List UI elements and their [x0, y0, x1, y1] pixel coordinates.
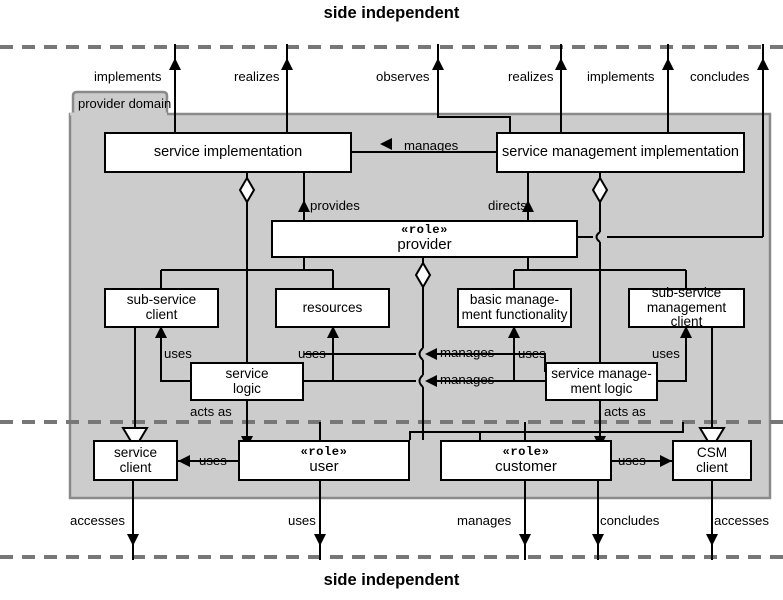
- edge-label-manages-2: manages: [440, 372, 495, 387]
- edge-right-branch: [513, 258, 687, 288]
- role-name-label: user: [309, 457, 339, 475]
- edge-role-corner-links: [409, 422, 684, 440]
- title-top: side independent: [323, 4, 460, 22]
- uses-resources-arrowhead: [327, 326, 339, 338]
- edge-ssmc-to-csm-client: [698, 328, 726, 450]
- box-label: CSM client: [696, 444, 728, 475]
- top-label-observes: observes: [376, 69, 430, 84]
- edge-label-manages-1: manages: [440, 345, 495, 360]
- edge-ssc-to-service-client: [121, 328, 149, 450]
- edge-label-acts-as-2: acts as: [604, 404, 646, 419]
- box-label: service client: [113, 444, 158, 475]
- top-arrowheads: [169, 58, 769, 70]
- title-bottom: side independent: [323, 571, 460, 589]
- box-label: sub-service client: [126, 292, 197, 322]
- bottom-label-accesses-2: accesses: [714, 513, 769, 528]
- bottom-label-accesses-1: accesses: [70, 513, 125, 528]
- box-service-implementation[interactable]: service implementation: [104, 132, 352, 173]
- uses-bmf-arrowhead: [508, 326, 520, 338]
- box-role-provider[interactable]: «role» provider: [271, 220, 578, 258]
- provides-arrowhead: [298, 200, 310, 212]
- stereotype-label: «role»: [401, 223, 448, 238]
- box-label: service implementation: [153, 143, 303, 160]
- stereotype-label: «role»: [300, 444, 348, 459]
- edge-label-uses-res: uses: [298, 346, 326, 361]
- edge-uses-subservice-client: [160, 328, 190, 382]
- uses-csm-arrowhead: [660, 455, 672, 467]
- bottom-arrowheads: [127, 534, 718, 546]
- edge-label-acts-as-1: acts as: [190, 404, 232, 419]
- box-service-client[interactable]: service client: [93, 440, 178, 481]
- box-label: resources: [302, 299, 363, 315]
- uses-user-arrowhead: [178, 455, 190, 467]
- top-label-implements-1: implements: [94, 69, 162, 84]
- manages-top-arrowhead: [380, 138, 392, 150]
- box-role-user[interactable]: «role» user: [238, 440, 410, 481]
- role-name-label: customer: [495, 457, 557, 475]
- directs-arrowhead: [522, 200, 534, 212]
- provider-domain-tab-label: provider domain: [78, 96, 172, 111]
- box-service-logic[interactable]: service logic: [190, 362, 304, 401]
- edge-smi-aggregation: [591, 173, 609, 440]
- box-sub-service-client[interactable]: sub-service client: [104, 288, 219, 328]
- box-basic-management-functionality[interactable]: basic manage- ment functionality: [457, 288, 572, 328]
- uses-ssc-arrowhead: [155, 326, 167, 338]
- edge-label-uses-ssc: uses: [164, 346, 192, 361]
- bottom-label-uses: uses: [288, 513, 316, 528]
- top-label-realizes-2: realizes: [508, 69, 554, 84]
- box-role-customer[interactable]: «role» customer: [440, 440, 612, 481]
- edge-label-uses-csm: uses: [618, 453, 646, 468]
- edge-label-uses-bmf: uses: [518, 346, 546, 361]
- box-label: sub-service management client: [646, 285, 727, 330]
- uses-ssmc-arrowhead: [680, 326, 692, 338]
- top-label-realizes-1: realizes: [234, 69, 280, 84]
- edge-provider-aggregation: [414, 258, 432, 440]
- edge-label-provides: provides: [310, 198, 360, 213]
- bottom-label-manages: manages: [457, 513, 512, 528]
- box-resources[interactable]: resources: [275, 288, 390, 328]
- bottom-connectors: [132, 481, 713, 560]
- manages-lower-arrowhead: [425, 375, 437, 387]
- box-service-management-implementation[interactable]: service management implementation: [496, 132, 745, 173]
- box-service-management-logic[interactable]: service manage- ment logic: [545, 362, 658, 401]
- role-name-label: provider: [397, 236, 452, 254]
- edge-left-branch: [160, 258, 334, 288]
- box-label: basic manage- ment functionality: [461, 292, 568, 322]
- stereotype-label: «role»: [502, 444, 550, 459]
- top-label-concludes: concludes: [690, 69, 750, 84]
- box-csm-client[interactable]: CSM client: [672, 440, 752, 481]
- box-label: service manage- ment logic: [551, 365, 652, 396]
- box-sub-service-management-client[interactable]: sub-service management client: [628, 285, 745, 330]
- edge-uses-ssmc: [658, 328, 687, 382]
- bottom-label-concludes: concludes: [600, 513, 660, 528]
- edge-label-directs: directs: [488, 198, 527, 213]
- manages-upper-arrowhead: [425, 348, 437, 360]
- edge-label-uses-user: uses: [199, 453, 227, 468]
- edge-label-uses-ssmc: uses: [652, 346, 680, 361]
- top-label-implements-2: implements: [587, 69, 655, 84]
- box-label: service management implementation: [502, 143, 739, 160]
- box-label: service logic: [225, 365, 269, 396]
- edge-label-manages-top: manages: [404, 138, 459, 153]
